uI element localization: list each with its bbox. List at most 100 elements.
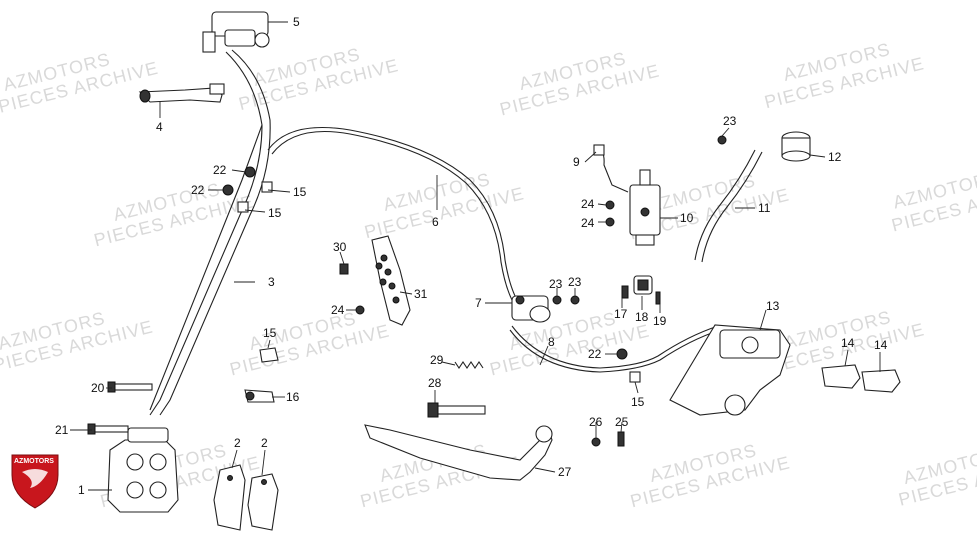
nut-part-26[interactable] — [591, 437, 601, 447]
master-cylinder-part-5[interactable] — [202, 11, 270, 53]
watermark: AZMOTORS PIECES ARCHIVE — [889, 167, 977, 236]
rear-caliper-part-13[interactable] — [669, 324, 791, 416]
pin-part-19[interactable] — [655, 291, 661, 305]
callout-19[interactable]: 19 — [653, 314, 667, 328]
logo-text: AZMOTORS — [14, 458, 54, 465]
callout-2b[interactable]: 2 — [261, 436, 268, 450]
pedal-plate-part-31[interactable] — [371, 235, 411, 326]
pivot-bolt-part-28[interactable] — [427, 402, 486, 418]
callout-7[interactable]: 7 — [475, 296, 482, 310]
callout-14a[interactable]: 14 — [841, 336, 855, 350]
callout-8[interactable]: 8 — [548, 335, 555, 349]
bolt-part-25[interactable] — [617, 431, 625, 447]
front-hose-3 — [159, 49, 271, 416]
bolt-part-23-b[interactable] — [570, 295, 580, 305]
bolt-part-24-c[interactable] — [605, 217, 615, 227]
watermark: AZMOTORS PIECES ARCHIVE — [897, 442, 977, 510]
clip-part-15-d[interactable] — [629, 371, 641, 383]
watermark: AZMOTORS PIECES ARCHIVE — [628, 440, 792, 511]
watermark: AZMOTORS PIECES ARCHIVE — [362, 169, 526, 242]
callout-11[interactable]: 11 — [758, 201, 771, 215]
bolt-part-22-a[interactable] — [244, 166, 256, 178]
brake-pedal-part-27[interactable] — [364, 424, 553, 481]
reservoir-part-12[interactable] — [781, 131, 811, 162]
bolt-part-23-a[interactable] — [552, 295, 562, 305]
reservoir-hose-part-11[interactable] — [694, 149, 763, 263]
callout-22a[interactable]: 22 — [213, 163, 227, 177]
callout-15b[interactable]: 15 — [268, 206, 282, 220]
bolt-part-21[interactable] — [87, 423, 129, 435]
callout-26[interactable]: 26 — [589, 415, 603, 429]
callout-15c[interactable]: 15 — [263, 326, 277, 340]
watermark: AZMOTORS PIECES ARCHIVE — [498, 48, 662, 119]
callout-22b[interactable]: 22 — [191, 183, 205, 197]
watermark: AZMOTORS PIECES ARCHIVE — [0, 49, 160, 117]
clip-part-15-a[interactable] — [261, 181, 273, 193]
callout-23c[interactable]: 23 — [723, 114, 737, 128]
brake-pad-part-14b[interactable] — [861, 369, 901, 393]
azmotors-logo: AZMOTORS — [11, 454, 59, 509]
callout-10[interactable]: 10 — [680, 211, 694, 225]
callout-24c[interactable]: 24 — [331, 303, 345, 317]
cable-6 — [267, 127, 521, 306]
watermark: AZMOTORS PIECES ARCHIVE — [0, 308, 155, 376]
brake-pad-part-14a[interactable] — [821, 364, 861, 389]
callout-24b[interactable]: 24 — [581, 216, 595, 230]
watermark: AZMOTORS PIECES ARCHIVE — [92, 179, 256, 250]
callout-2a[interactable]: 2 — [234, 436, 241, 450]
callout-27[interactable]: 27 — [558, 465, 572, 479]
callout-17[interactable]: 17 — [614, 307, 628, 321]
bolt-part-23-c[interactable] — [717, 135, 727, 145]
clip-part-15-b[interactable] — [237, 201, 249, 213]
callout-31[interactable]: 31 — [414, 287, 428, 301]
front-caliper-part-1[interactable] — [107, 427, 179, 513]
callout-23b[interactable]: 23 — [568, 275, 582, 289]
callout-4[interactable]: 4 — [156, 120, 163, 134]
callout-29[interactable]: 29 — [430, 353, 444, 367]
bolt-part-22-c[interactable] — [616, 348, 628, 360]
callout-28[interactable]: 28 — [428, 376, 442, 390]
watermark: AZMOTORS PIECES ARCHIVE — [228, 308, 392, 379]
callout-16[interactable]: 16 — [286, 390, 300, 404]
callout-21[interactable]: 21 — [55, 423, 69, 437]
callout-12[interactable]: 12 — [828, 150, 842, 164]
brake-pad-part-2a[interactable] — [213, 464, 246, 531]
callout-1[interactable]: 1 — [78, 483, 85, 497]
leader-lines — [70, 21, 881, 491]
brake-lever-part-4[interactable] — [138, 83, 225, 103]
callout-3[interactable]: 3 — [268, 275, 275, 289]
callout-18[interactable]: 18 — [635, 310, 649, 324]
callout-23a[interactable]: 23 — [549, 277, 563, 291]
callout-22c[interactable]: 22 — [588, 347, 602, 361]
bolt-part-24-b[interactable] — [605, 200, 615, 210]
callout-9[interactable]: 9 — [573, 155, 580, 169]
callout-6[interactable]: 6 — [432, 215, 439, 229]
bolt-part-24-a[interactable] — [355, 305, 365, 315]
bolt-part-30[interactable] — [339, 263, 349, 275]
clip-part-15-c[interactable] — [259, 347, 279, 363]
callout-numbers: 1 2 2 3 4 5 6 7 8 9 10 11 12 13 14 14 15… — [55, 15, 888, 497]
callout-30[interactable]: 30 — [333, 240, 347, 254]
callout-20[interactable]: 20 — [91, 381, 105, 395]
bracket-part-18[interactable] — [633, 275, 653, 295]
brake-pad-part-2b[interactable] — [247, 473, 279, 531]
rear-hose-8 — [509, 329, 721, 373]
callout-5[interactable]: 5 — [293, 15, 300, 29]
callout-24a[interactable]: 24 — [581, 197, 595, 211]
bolt-part-20[interactable] — [107, 381, 153, 393]
bolt-part-22-b[interactable] — [222, 184, 234, 196]
bolt-part-17[interactable] — [621, 285, 629, 299]
callout-15a[interactable]: 15 — [293, 185, 307, 199]
callout-14b[interactable]: 14 — [874, 338, 888, 352]
valve-part-10[interactable] — [629, 169, 661, 246]
clamp-part-16[interactable] — [244, 389, 275, 403]
callout-15d[interactable]: 15 — [631, 395, 645, 409]
watermark: AZMOTORS PIECES ARCHIVE — [762, 39, 926, 112]
hose-part-9[interactable] — [593, 144, 629, 193]
spring-part-29[interactable] — [454, 361, 484, 369]
rear-master-cylinder-part-7[interactable] — [511, 295, 551, 323]
callout-13[interactable]: 13 — [766, 299, 780, 313]
callout-25[interactable]: 25 — [615, 415, 629, 429]
